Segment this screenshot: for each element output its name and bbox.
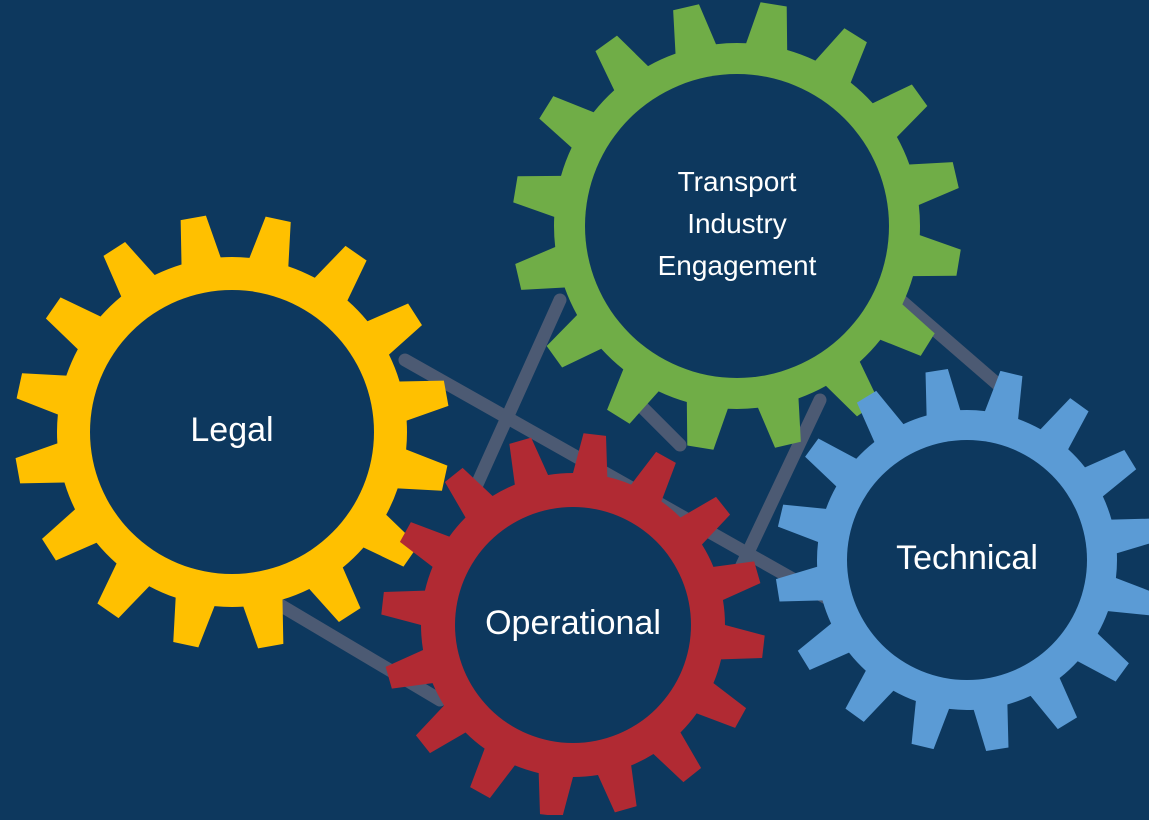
connector-transport-operational-right bbox=[728, 393, 827, 587]
technical-label-line: Technical bbox=[896, 539, 1038, 577]
operational-gear-center bbox=[455, 507, 691, 743]
legal-gear: Legal bbox=[15, 215, 449, 649]
legal-gear-center bbox=[90, 290, 374, 574]
connector-transport-lower bbox=[633, 398, 687, 452]
transport-label-line: Industry bbox=[687, 208, 787, 239]
technical-label: Technical bbox=[896, 539, 1038, 577]
legal-label-line: Legal bbox=[190, 411, 273, 449]
operational-label: Operational bbox=[485, 604, 661, 642]
transport-gear-center bbox=[585, 74, 889, 378]
connector-transport-operational bbox=[463, 293, 567, 507]
transport-label-line: Transport bbox=[678, 166, 797, 197]
legal-label: Legal bbox=[190, 411, 273, 449]
transport-label-line: Engagement bbox=[658, 250, 817, 281]
technical-gear: Technical bbox=[775, 368, 1149, 752]
technical-gear-center bbox=[847, 440, 1087, 680]
operational-label-line: Operational bbox=[485, 604, 661, 642]
operational-gear: Operational bbox=[381, 433, 765, 817]
